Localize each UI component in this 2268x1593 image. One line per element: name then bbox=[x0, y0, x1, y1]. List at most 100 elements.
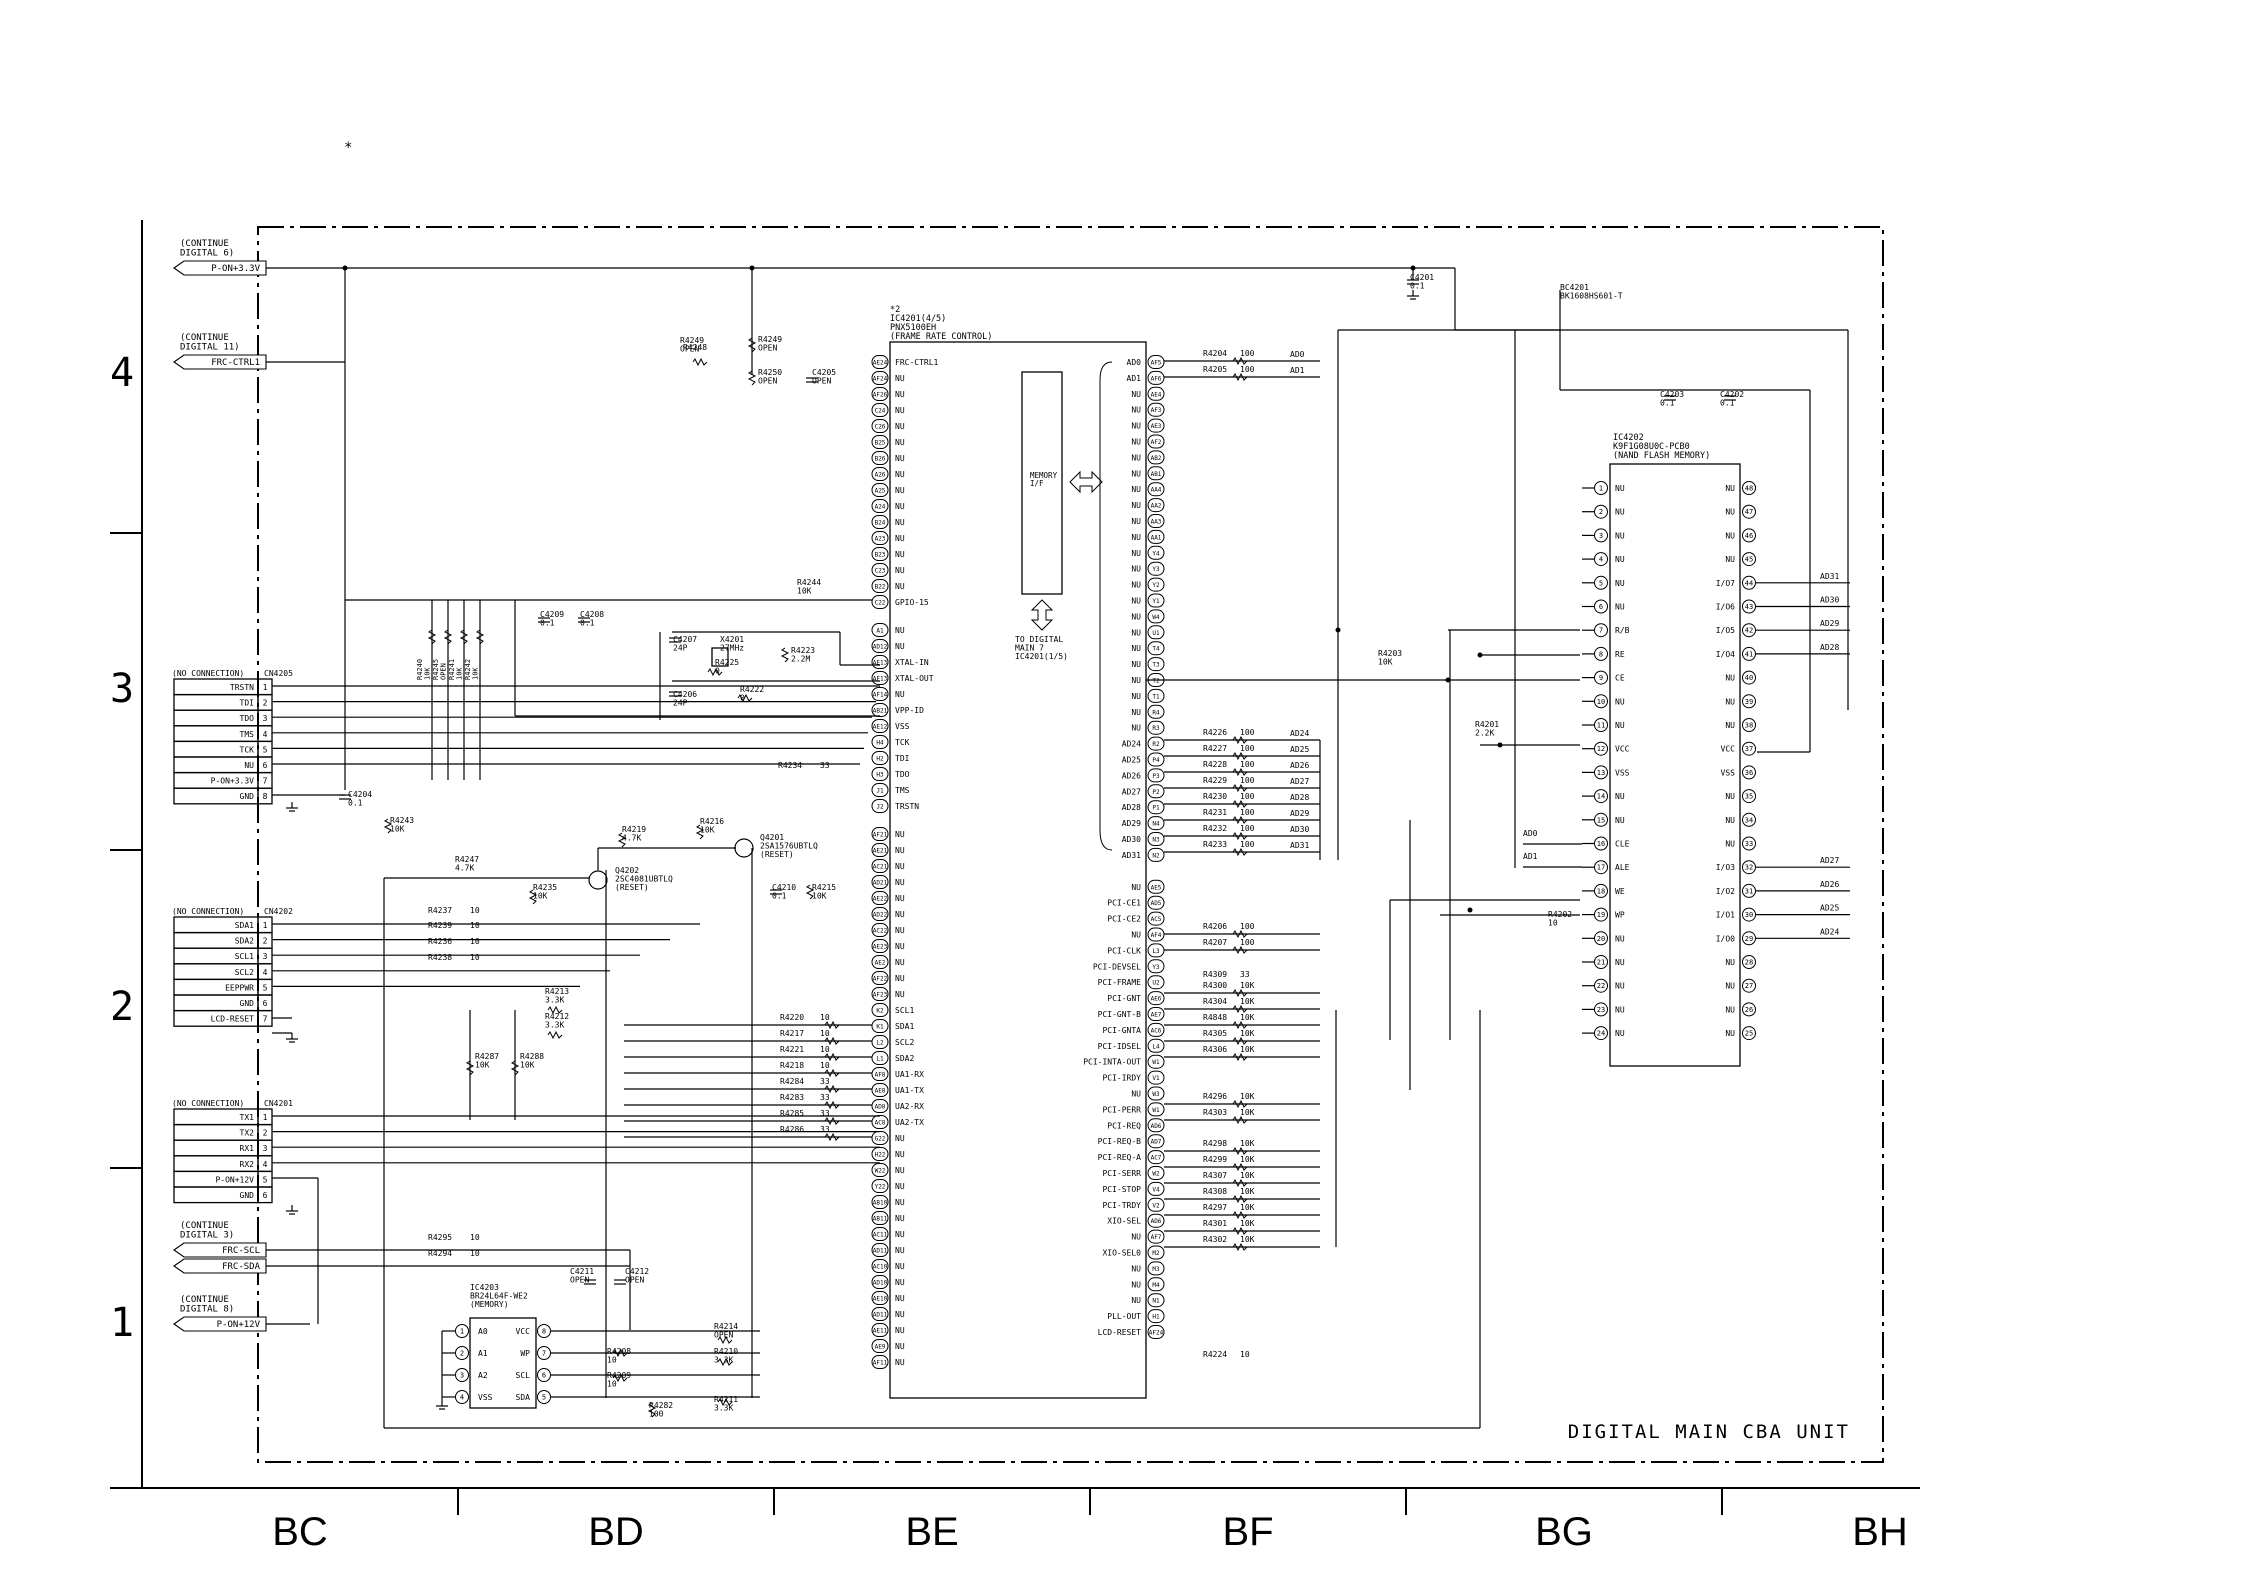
component-label-text: R4203 bbox=[1378, 649, 1402, 658]
pin-number: 6 bbox=[1599, 603, 1603, 611]
series-resistor bbox=[1232, 1178, 1248, 1188]
ic4201-right-pin-name-text: NU bbox=[1131, 724, 1141, 733]
ic4201-left-pin-name: NU bbox=[895, 534, 905, 543]
ic4203-right-pin-name-text: WP bbox=[520, 1349, 530, 1358]
ic4201-right-pin bbox=[1147, 1213, 1165, 1228]
pin-number: AE23 bbox=[873, 944, 888, 951]
pin-number: H2 bbox=[876, 756, 884, 763]
ic4202-right-pin-name-text: I/O0 bbox=[1716, 934, 1735, 943]
ic4201-left-pin-name-text: NU bbox=[895, 406, 905, 415]
component-label-text: 0.1 bbox=[1660, 398, 1675, 407]
series-resistor-ref-text: R4231 bbox=[1203, 808, 1227, 817]
flash-io-net-text: AD29 bbox=[1820, 619, 1839, 628]
ic4201-right-pin-name-text: PCI-CE2 bbox=[1107, 915, 1141, 924]
ic4202-left-pin-name-text: NU bbox=[1615, 934, 1625, 943]
ic4202-right-pin bbox=[1742, 1002, 1756, 1017]
grid-column-label-text: BE bbox=[905, 1510, 958, 1554]
series-resistor bbox=[1232, 1020, 1248, 1030]
ic4201-left-pin bbox=[871, 1003, 889, 1017]
ic4201-left-pin-name-text: NU bbox=[895, 830, 905, 839]
pin-number: 20 bbox=[1597, 935, 1605, 943]
component-label: 10 bbox=[470, 1233, 480, 1242]
series-resistor-value: 100 bbox=[1240, 824, 1255, 833]
component-label-text: C4205 bbox=[812, 368, 836, 377]
pin-number-text: 39 bbox=[1745, 698, 1753, 706]
connector-pin-number-text: 5 bbox=[263, 1175, 268, 1184]
pin-number-text: 24 bbox=[1597, 1030, 1605, 1038]
series-resistor-ref-text: R4308 bbox=[1203, 1187, 1227, 1196]
pin-number: AF8 bbox=[875, 1072, 886, 1079]
component-label-text: C4211 bbox=[570, 1267, 594, 1276]
series-resistor-ref: R4221 bbox=[780, 1045, 804, 1054]
series-net-label: AD25 bbox=[1290, 745, 1309, 754]
component-label-text: OPEN bbox=[812, 376, 831, 385]
series-resistor-ref-text: R4221 bbox=[780, 1045, 804, 1054]
connector-pin-label-text: TX2 bbox=[240, 1129, 255, 1138]
junction-dot bbox=[1335, 627, 1341, 633]
component-label: 10 bbox=[1240, 1350, 1250, 1359]
series-resistor-value-text: 100 bbox=[1240, 728, 1255, 737]
ic4201-right-pin-name: PCI-SERR bbox=[1102, 1169, 1141, 1178]
series-resistor-ref-text: R4218 bbox=[780, 1061, 804, 1070]
ic4201-right-pin-name-text: AD28 bbox=[1122, 803, 1141, 812]
ic4201-right-pin-name-text: PCI-REQ-B bbox=[1098, 1137, 1142, 1146]
series-resistor bbox=[1232, 1004, 1248, 1014]
ic4201-right-pin bbox=[1147, 752, 1165, 767]
pin-number-text: 18 bbox=[1597, 887, 1605, 895]
r4214-symbol bbox=[717, 1335, 733, 1345]
ic4202-left-pin bbox=[1594, 1026, 1608, 1041]
connector-pin-number: 8 bbox=[263, 792, 268, 801]
pin-number-text: L2 bbox=[876, 1040, 884, 1047]
series-net-label: AD26 bbox=[1290, 761, 1309, 770]
ic4201-right-pin-name: NU bbox=[1131, 1233, 1141, 1242]
ic4201-left-pin bbox=[871, 595, 889, 609]
component-label-text: OPEN bbox=[680, 344, 699, 353]
component-label-text: R4248 bbox=[683, 343, 707, 352]
to-digital-main-label-text: MAIN 7 bbox=[1015, 643, 1044, 652]
ic4201-right-pin-name-text: PCI-CLK bbox=[1107, 946, 1141, 955]
grid-column-label: BF bbox=[1222, 1510, 1273, 1554]
pin-number-text: 26 bbox=[1745, 1006, 1753, 1014]
ic4201-left-pin bbox=[871, 827, 889, 841]
series-resistor bbox=[1232, 783, 1248, 793]
connector-pin-label: TCK bbox=[240, 745, 255, 754]
series-resistor-value-text: 100 bbox=[1240, 744, 1255, 753]
pin-number-text: AE23 bbox=[873, 944, 888, 951]
pin-number: U2 bbox=[1152, 980, 1160, 987]
pin-number: J2 bbox=[876, 804, 884, 811]
ic4201-left-pin-name-text: NU bbox=[895, 502, 905, 511]
ic4201-right-pin-name: NU bbox=[1131, 1280, 1141, 1289]
component-label-text: 27MHz bbox=[720, 643, 744, 652]
ic4202-left-pin bbox=[1594, 860, 1608, 875]
pin-number: AD11 bbox=[873, 1312, 888, 1319]
pin-number-text: 19 bbox=[1597, 911, 1605, 919]
ic4201-left-pin-name-text: NU bbox=[895, 942, 905, 951]
series-resistor-value: 10K bbox=[1240, 1203, 1255, 1212]
series-net-label-text: AD27 bbox=[1290, 777, 1309, 786]
ic4201-left-pin-name: NU bbox=[895, 878, 905, 887]
ic4202-right-pin-name-text: VCC bbox=[1721, 745, 1736, 754]
pin-number-text: B22 bbox=[875, 584, 886, 591]
ic4202-right-pin bbox=[1742, 718, 1756, 732]
pin-number-text: AE12 bbox=[873, 724, 888, 731]
pin-number-text: 37 bbox=[1745, 745, 1753, 753]
series-resistor-ref: R4302 bbox=[1203, 1235, 1227, 1244]
ic4201-left-pin-name-text: NU bbox=[895, 1166, 905, 1175]
pin-number: M3 bbox=[1152, 1266, 1160, 1273]
component-label-text: 10 bbox=[470, 1249, 480, 1258]
pin-number-text: AE9 bbox=[875, 1344, 886, 1351]
series-net-label: AD31 bbox=[1290, 841, 1309, 850]
series-net-label: AD27 bbox=[1290, 777, 1309, 786]
pin-number-text: 1 bbox=[460, 1328, 464, 1336]
component-label-text: R4295 bbox=[428, 1233, 452, 1242]
ic4201-left-pin-name-text: UA1-RX bbox=[895, 1070, 924, 1079]
ic4201-left-pin bbox=[871, 579, 889, 593]
series-resistor-value-text: 100 bbox=[1240, 808, 1255, 817]
pin-number: B24 bbox=[875, 520, 886, 527]
ic4201-right-pin bbox=[1147, 1166, 1165, 1180]
ic4201-left-pin-name: SDA2 bbox=[895, 1054, 914, 1063]
ic4201-left-pin-name: NU bbox=[895, 846, 905, 855]
